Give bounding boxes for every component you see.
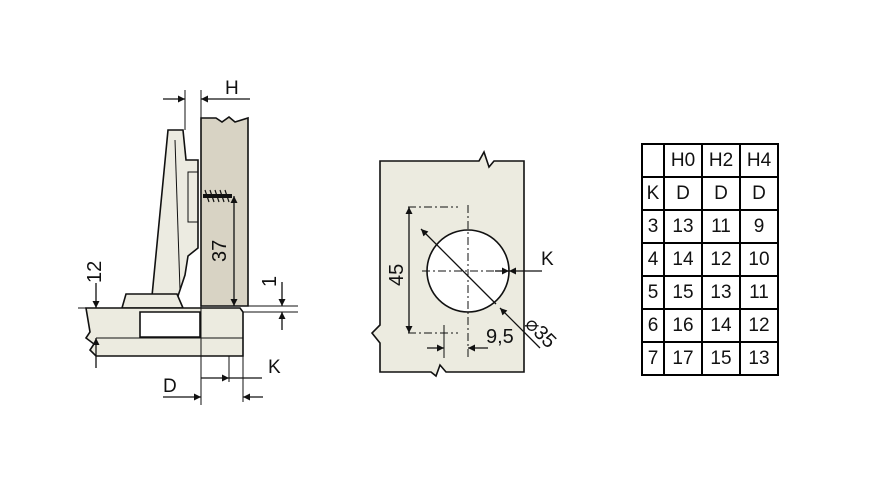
table-subheader-row: K D D D	[641, 176, 779, 211]
table-cell: 17	[663, 341, 703, 376]
table-header-cell: H2	[701, 143, 741, 178]
door-panel	[200, 115, 249, 307]
table-row: 5 15 13 11	[641, 275, 779, 310]
label-1: 1	[259, 276, 281, 287]
table-cell: 6	[641, 308, 665, 343]
table-subheader-cell: D	[739, 176, 779, 211]
table-row: 4 14 12 10	[641, 242, 779, 277]
table-cell: 14	[701, 308, 741, 343]
table-subheader-cell: D	[663, 176, 703, 211]
label-d: D	[163, 376, 177, 397]
label-h: H	[225, 78, 239, 99]
table-row: 3 13 11 9	[641, 209, 779, 244]
table-cell: 13	[739, 341, 779, 376]
table-cell: 11	[701, 209, 741, 244]
table-cell: 12	[701, 242, 741, 277]
side-view: H 37 12 1 K D	[78, 78, 298, 405]
table-cell: 10	[739, 242, 779, 277]
table-header-cell: H0	[663, 143, 703, 178]
table-cell: 12	[739, 308, 779, 343]
mounting-plate	[120, 293, 185, 309]
table-cell: 15	[663, 275, 703, 310]
table-subheader-cell: K	[641, 176, 665, 211]
label-37: 37	[209, 240, 231, 262]
table-cell: 7	[641, 341, 665, 376]
table-cell: 15	[701, 341, 741, 376]
table-header-row: H0 H2 H4	[641, 143, 779, 178]
front-view: 45 ⌀35 K 9,5	[370, 150, 560, 378]
label-12: 12	[84, 261, 106, 283]
label-k-middle: K	[541, 249, 554, 270]
table-cell: 16	[663, 308, 703, 343]
table-cell: 3	[641, 209, 665, 244]
table-cell: 4	[641, 242, 665, 277]
table-subheader-cell: D	[701, 176, 741, 211]
table-cell: 13	[663, 209, 703, 244]
table-row: 6 16 14 12	[641, 308, 779, 343]
table-cell: 9	[739, 209, 779, 244]
table-cell: 13	[701, 275, 741, 310]
table-header-cell	[641, 143, 665, 178]
table-cell: 5	[641, 275, 665, 310]
table-cell: 14	[663, 242, 703, 277]
label-k-left: K	[268, 357, 281, 378]
label-9-5: 9,5	[486, 326, 514, 348]
label-diameter: ⌀35	[520, 313, 560, 353]
dimension-table: H0 H2 H4 K D D D 3 13 11 9 4 14 12 10 5 …	[641, 143, 779, 376]
table-cell: 11	[739, 275, 779, 310]
screw-icon	[203, 189, 232, 203]
table-row: 7 17 15 13	[641, 341, 779, 376]
label-45: 45	[386, 264, 408, 286]
table-header-cell: H4	[739, 143, 779, 178]
